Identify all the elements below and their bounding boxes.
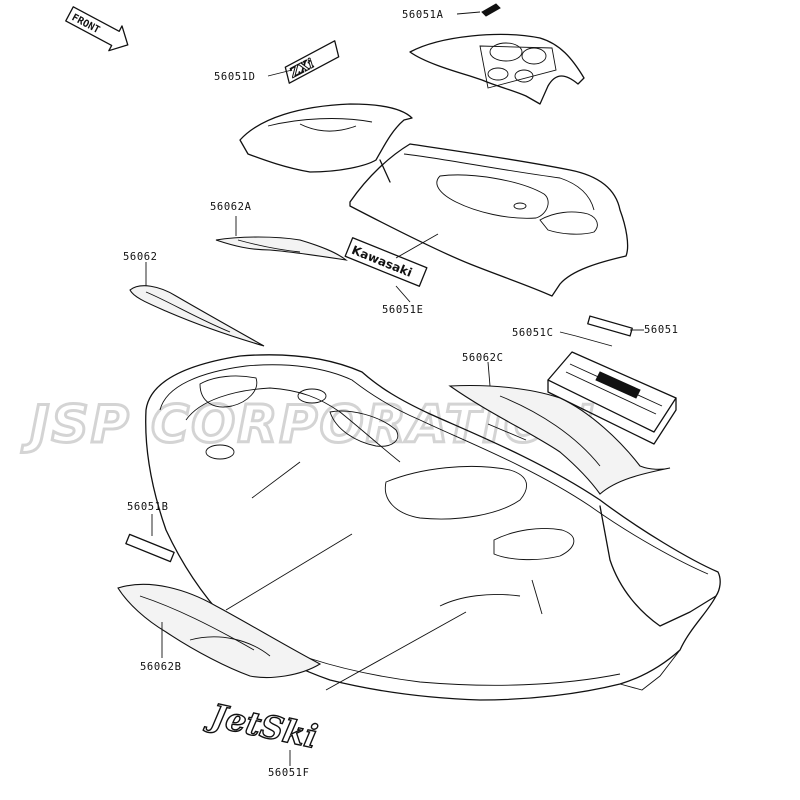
decal-56051E: Kawasaki	[344, 237, 428, 287]
stripe-56062	[129, 285, 265, 347]
label-56051F: 56051F	[268, 767, 310, 779]
label-56051: 56051	[644, 324, 679, 336]
label-56051B: 56051B	[127, 501, 169, 513]
decal-56051D: ZXi	[284, 40, 340, 84]
hood-cover	[239, 103, 413, 183]
label-56051E: 56051E	[382, 304, 424, 316]
decal-56051	[587, 315, 633, 337]
leader-lines	[145, 11, 644, 766]
stripe-56062C	[448, 384, 671, 495]
jetski-decal-text: JetSki	[202, 695, 321, 756]
handlebar-cover	[409, 33, 585, 105]
decal-56051C	[575, 335, 613, 347]
label-56051C: 56051C	[512, 327, 554, 339]
front-arrow-label: FRONT	[70, 12, 102, 36]
label-56051A: 56051A	[402, 9, 444, 21]
svg-text:ZXi: ZXi	[287, 56, 317, 81]
decal-56051A	[481, 3, 501, 17]
storage-box	[547, 351, 677, 445]
label-56062C: 56062C	[462, 352, 504, 364]
front-arrow-icon: FRONT	[65, 6, 129, 52]
stripe-56062B	[117, 583, 322, 679]
label-56062A: 56062A	[210, 201, 252, 213]
decal-56051F: JetSki	[201, 694, 322, 756]
decal-56051B	[125, 533, 175, 563]
stripe-56062A	[215, 236, 348, 261]
label-56062: 56062	[123, 251, 158, 263]
part-labels: 56051A 56051D 56062A 56062 56051E 56051C…	[123, 9, 679, 779]
front-deck-panel	[349, 143, 629, 297]
label-56051D: 56051D	[214, 71, 256, 83]
label-56062B: 56062B	[140, 661, 182, 673]
